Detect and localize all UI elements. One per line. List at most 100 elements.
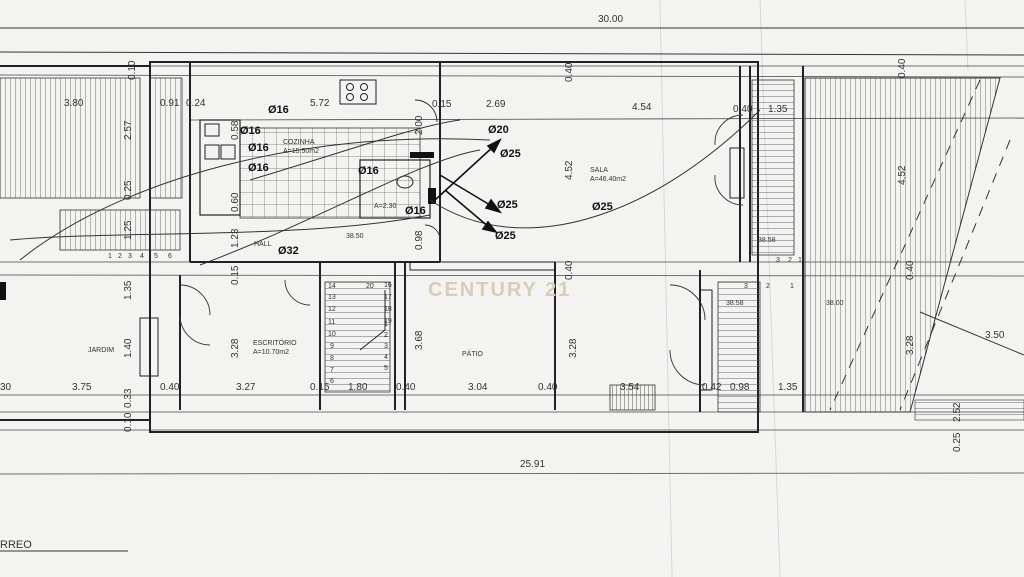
dim-1-35-top: 1.35	[768, 104, 788, 115]
dim-0-33: 0.33	[123, 388, 134, 408]
room-escritorio: ESCRITÓRIO	[253, 338, 297, 347]
stove	[339, 79, 377, 105]
dim-1-35-b: 1.35	[778, 382, 798, 393]
pipe-16-c: Ø16	[248, 142, 269, 154]
svg-text:5: 5	[384, 365, 388, 372]
pipe-16-e: Ø16	[358, 165, 379, 177]
svg-text:17: 17	[384, 294, 392, 301]
stair-arrow	[359, 290, 386, 351]
room-cozinha: COZINHA	[283, 139, 315, 146]
dim-30: 30	[0, 382, 12, 393]
room-wc-area: A=2.30	[374, 203, 396, 210]
level-38-58-a: 38.58	[758, 237, 776, 244]
dim-2-57: 2.57	[123, 120, 134, 140]
left-roof-hatch	[0, 77, 141, 199]
main-stair	[324, 281, 391, 393]
dim-total-bottom: 25.91	[520, 459, 545, 470]
svg-text:3: 3	[776, 257, 780, 264]
dim-4-52-mid: 4.52	[564, 160, 575, 180]
svg-text:11: 11	[328, 319, 335, 326]
pipe-25-a: Ø25	[500, 148, 521, 160]
dim-0-40-b1: 0.40	[160, 382, 180, 393]
duct-1	[410, 152, 434, 158]
dim-0-10-left: 0.10	[127, 60, 138, 80]
svg-text:6: 6	[168, 253, 172, 260]
top-dimension-line	[0, 27, 1024, 56]
svg-text:1: 1	[798, 257, 802, 264]
svg-text:5: 5	[154, 253, 158, 260]
svg-text:4: 4	[384, 354, 388, 361]
dim-0-15-b: 0.15	[310, 382, 330, 393]
pipe-25-b: Ø25	[497, 199, 518, 211]
svg-text:9: 9	[330, 343, 334, 350]
dim-2-69: 2.69	[486, 99, 506, 110]
room-jardim: JARDIM	[88, 347, 114, 354]
pipe-16-d: Ø16	[248, 162, 269, 174]
room-cozinha-area: A=15.50m2	[283, 148, 319, 155]
left-black-mark	[0, 282, 6, 300]
dim-0-24: 0.24	[186, 98, 206, 109]
dim-4-54: 4.54	[632, 102, 652, 113]
room-hall: HALL	[254, 241, 272, 248]
dim-0-40-b3: 0.40	[538, 382, 558, 393]
right-ramp	[804, 77, 1001, 413]
svg-text:2: 2	[788, 257, 792, 264]
watermark: CENTURY 21	[428, 279, 571, 301]
svg-text:4: 4	[140, 253, 144, 260]
dim-1-35-left: 1.35	[123, 280, 134, 300]
room-escritorio-area: A=10.70m2	[253, 349, 289, 356]
svg-text:20: 20	[366, 283, 374, 290]
pipe-arrows	[434, 138, 503, 234]
pipe-32: Ø32	[278, 245, 299, 257]
toilet	[396, 175, 414, 189]
left-roof-hatch-2	[149, 77, 183, 199]
svg-text:1: 1	[108, 253, 112, 260]
kitchen-counter	[199, 119, 241, 216]
pipe-25-c: Ø25	[592, 201, 613, 213]
dim-0-42: 0.42	[702, 382, 722, 393]
dim-3-04: 3.04	[468, 382, 488, 393]
dim-0-25: 0.25	[123, 180, 134, 200]
dim-0-40-right: 0.40	[897, 58, 908, 78]
main-stair-steps: 14 13 12 11 10 9 8 7 6 5 4 3 2 1 16 17 1…	[328, 282, 392, 385]
svg-text:2: 2	[384, 332, 388, 339]
kitchen-sink	[204, 123, 236, 160]
door-swings	[179, 99, 744, 386]
left-stair-steps: 1 2 3 4 5 6	[108, 253, 172, 260]
right-strip	[914, 399, 1024, 421]
svg-text:3: 3	[744, 283, 748, 290]
dim-3-27: 3.27	[236, 382, 256, 393]
svg-text:19: 19	[384, 318, 392, 325]
svg-text:16: 16	[384, 282, 392, 289]
level-38-00: 38.00	[826, 300, 844, 307]
svg-text:2: 2	[766, 283, 770, 290]
dim-0-40-right2: 0.40	[905, 260, 916, 280]
dim-1-23: 1.23	[230, 228, 241, 248]
dim-3-54: 3.54	[620, 382, 640, 393]
dim-3-28-left: 3.28	[230, 338, 241, 358]
room-patio: PÁTIO	[462, 349, 484, 358]
right-stair-marks: 3 2 1 3 2 1	[744, 257, 802, 290]
right-stair-lower	[717, 281, 761, 413]
svg-text:1: 1	[384, 321, 388, 328]
windows	[139, 147, 745, 391]
dim-3-28-mid: 3.28	[568, 338, 579, 358]
pipe-16-a: Ø16	[268, 104, 289, 116]
dim-3-75: 3.75	[72, 382, 92, 393]
floor-title: RREO	[0, 539, 32, 551]
level-38-58-b: 38.58	[726, 300, 744, 307]
dim-0-40-b2: 0.40	[396, 382, 416, 393]
dim-0-98-b: 0.98	[730, 382, 750, 393]
dim-0-15: 0.15	[432, 99, 452, 110]
dashed-diagonals	[829, 79, 1011, 411]
dim-0-15-v: 0.15	[230, 265, 241, 285]
svg-text:18: 18	[384, 306, 392, 313]
svg-text:6: 6	[330, 378, 334, 385]
dim-3-50: 3.50	[985, 330, 1005, 341]
dim-0-40-v1: 0.40	[564, 62, 575, 82]
svg-text:7: 7	[330, 367, 334, 374]
pipe-25-d: Ø25	[495, 230, 516, 242]
diag-350	[919, 311, 1024, 356]
kitchen-tiles	[239, 127, 421, 219]
